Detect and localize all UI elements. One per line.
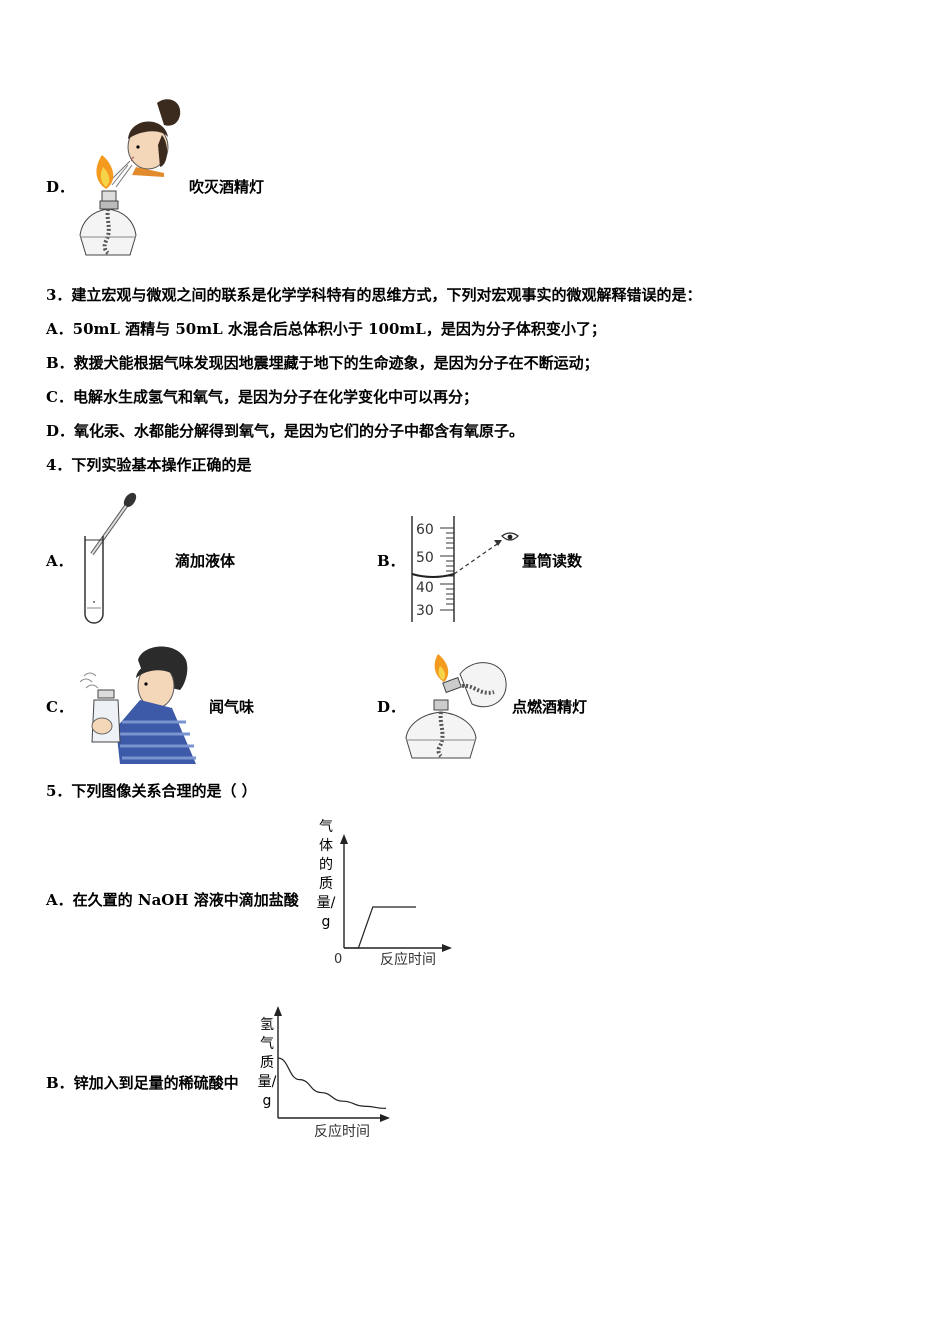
q4-option-b-caption: 量筒读数	[522, 552, 583, 570]
chart-b-series-line	[277, 1057, 387, 1109]
dropper-test-tube-figure	[84, 492, 137, 624]
q3-option-c: C．电解水生成氢气和氧气，是因为分子在化学变化中可以再分；	[46, 388, 478, 406]
smell-gas-figure	[79, 646, 196, 764]
cylinder-tick-60: 60	[416, 522, 434, 538]
chart-b-x-arrow	[380, 1114, 390, 1122]
chart-a-gas-mass: 0 反应时间	[334, 834, 452, 968]
q4-option-d-caption: 点燃酒精灯	[512, 698, 588, 716]
q2-option-d-caption: 吹灭酒精灯	[189, 178, 265, 196]
q4-option-b-label: B．	[377, 552, 405, 570]
q4-option-a-caption: 滴加液体	[175, 552, 236, 570]
girl-icon	[127, 99, 181, 177]
q4-stem: 4．下列实验基本操作正确的是	[46, 456, 252, 474]
wafting-lines-icon	[79, 672, 99, 689]
tilted-lamp-icon	[434, 654, 507, 708]
alcohol-lamp-icon	[79, 155, 137, 256]
chart-b-y-arrow	[274, 1006, 282, 1016]
blow-lines-icon	[109, 160, 133, 188]
q4-option-d-label: D．	[377, 698, 406, 716]
chart-a-series-line	[344, 906, 416, 949]
chart-b-xlabel: 反应时间	[314, 1123, 370, 1140]
alcohol-lamp-icon	[405, 699, 477, 759]
q3-option-d: D．氧化汞、水都能分解得到氧气，是因为它们的分子中都含有氧原子。	[46, 422, 525, 440]
q5-stem: 5．下列图像关系合理的是（ ）	[46, 782, 257, 800]
chart-b-ylabel: 氢气质量/g	[257, 1017, 277, 1109]
chart-a-x-arrow	[442, 944, 452, 952]
graduated-cylinder-icon: 60 50 40 30	[411, 516, 455, 622]
cylinder-tick-30: 30	[416, 603, 434, 619]
q2-option-d-label: D．	[46, 178, 75, 196]
bottle-icon	[91, 689, 121, 743]
q4-option-c-label: C．	[46, 698, 73, 716]
light-alcohol-lamp-figure	[405, 654, 507, 759]
graduated-cylinder-figure: 60 50 40 30	[411, 516, 519, 622]
chart-a-ylabel: 气体的质量/g	[316, 819, 336, 930]
sight-line-icon	[453, 540, 502, 575]
chart-a-origin-label: 0	[334, 952, 342, 967]
chart-a-y-arrow	[340, 834, 348, 844]
blow-out-alcohol-lamp-figure	[79, 99, 181, 256]
chart-a-xlabel: 反应时间	[380, 951, 436, 968]
dropper-icon	[90, 492, 137, 556]
chart-b-hydrogen-mass: 反应时间	[274, 1006, 390, 1140]
q4-option-a-label: A．	[46, 552, 73, 570]
test-tube-icon	[84, 536, 104, 624]
cylinder-tick-40: 40	[416, 580, 434, 596]
q4-option-c-caption: 闻气味	[209, 698, 255, 716]
q3-option-b: B．救援犬能根据气味发现因地震埋藏于地下的生命迹象，是因为分子在不断运动；	[46, 354, 599, 372]
q3-option-a: A．50mL 酒精与 50mL 水混合后总体积小于 100mL，是因为分子体积变…	[46, 320, 606, 338]
cylinder-tick-50: 50	[416, 550, 434, 566]
boy-icon	[116, 646, 196, 764]
q3-stem: 3．建立宏观与微观之间的联系是化学学科特有的思维方式，下列对宏观事实的微观解释错…	[46, 286, 702, 304]
q5-option-b: B．锌加入到足量的稀硫酸中	[46, 1074, 239, 1092]
eye-icon	[501, 532, 519, 541]
q5-option-a: A．在久置的 NaOH 溶液中滴加盐酸	[46, 891, 299, 909]
